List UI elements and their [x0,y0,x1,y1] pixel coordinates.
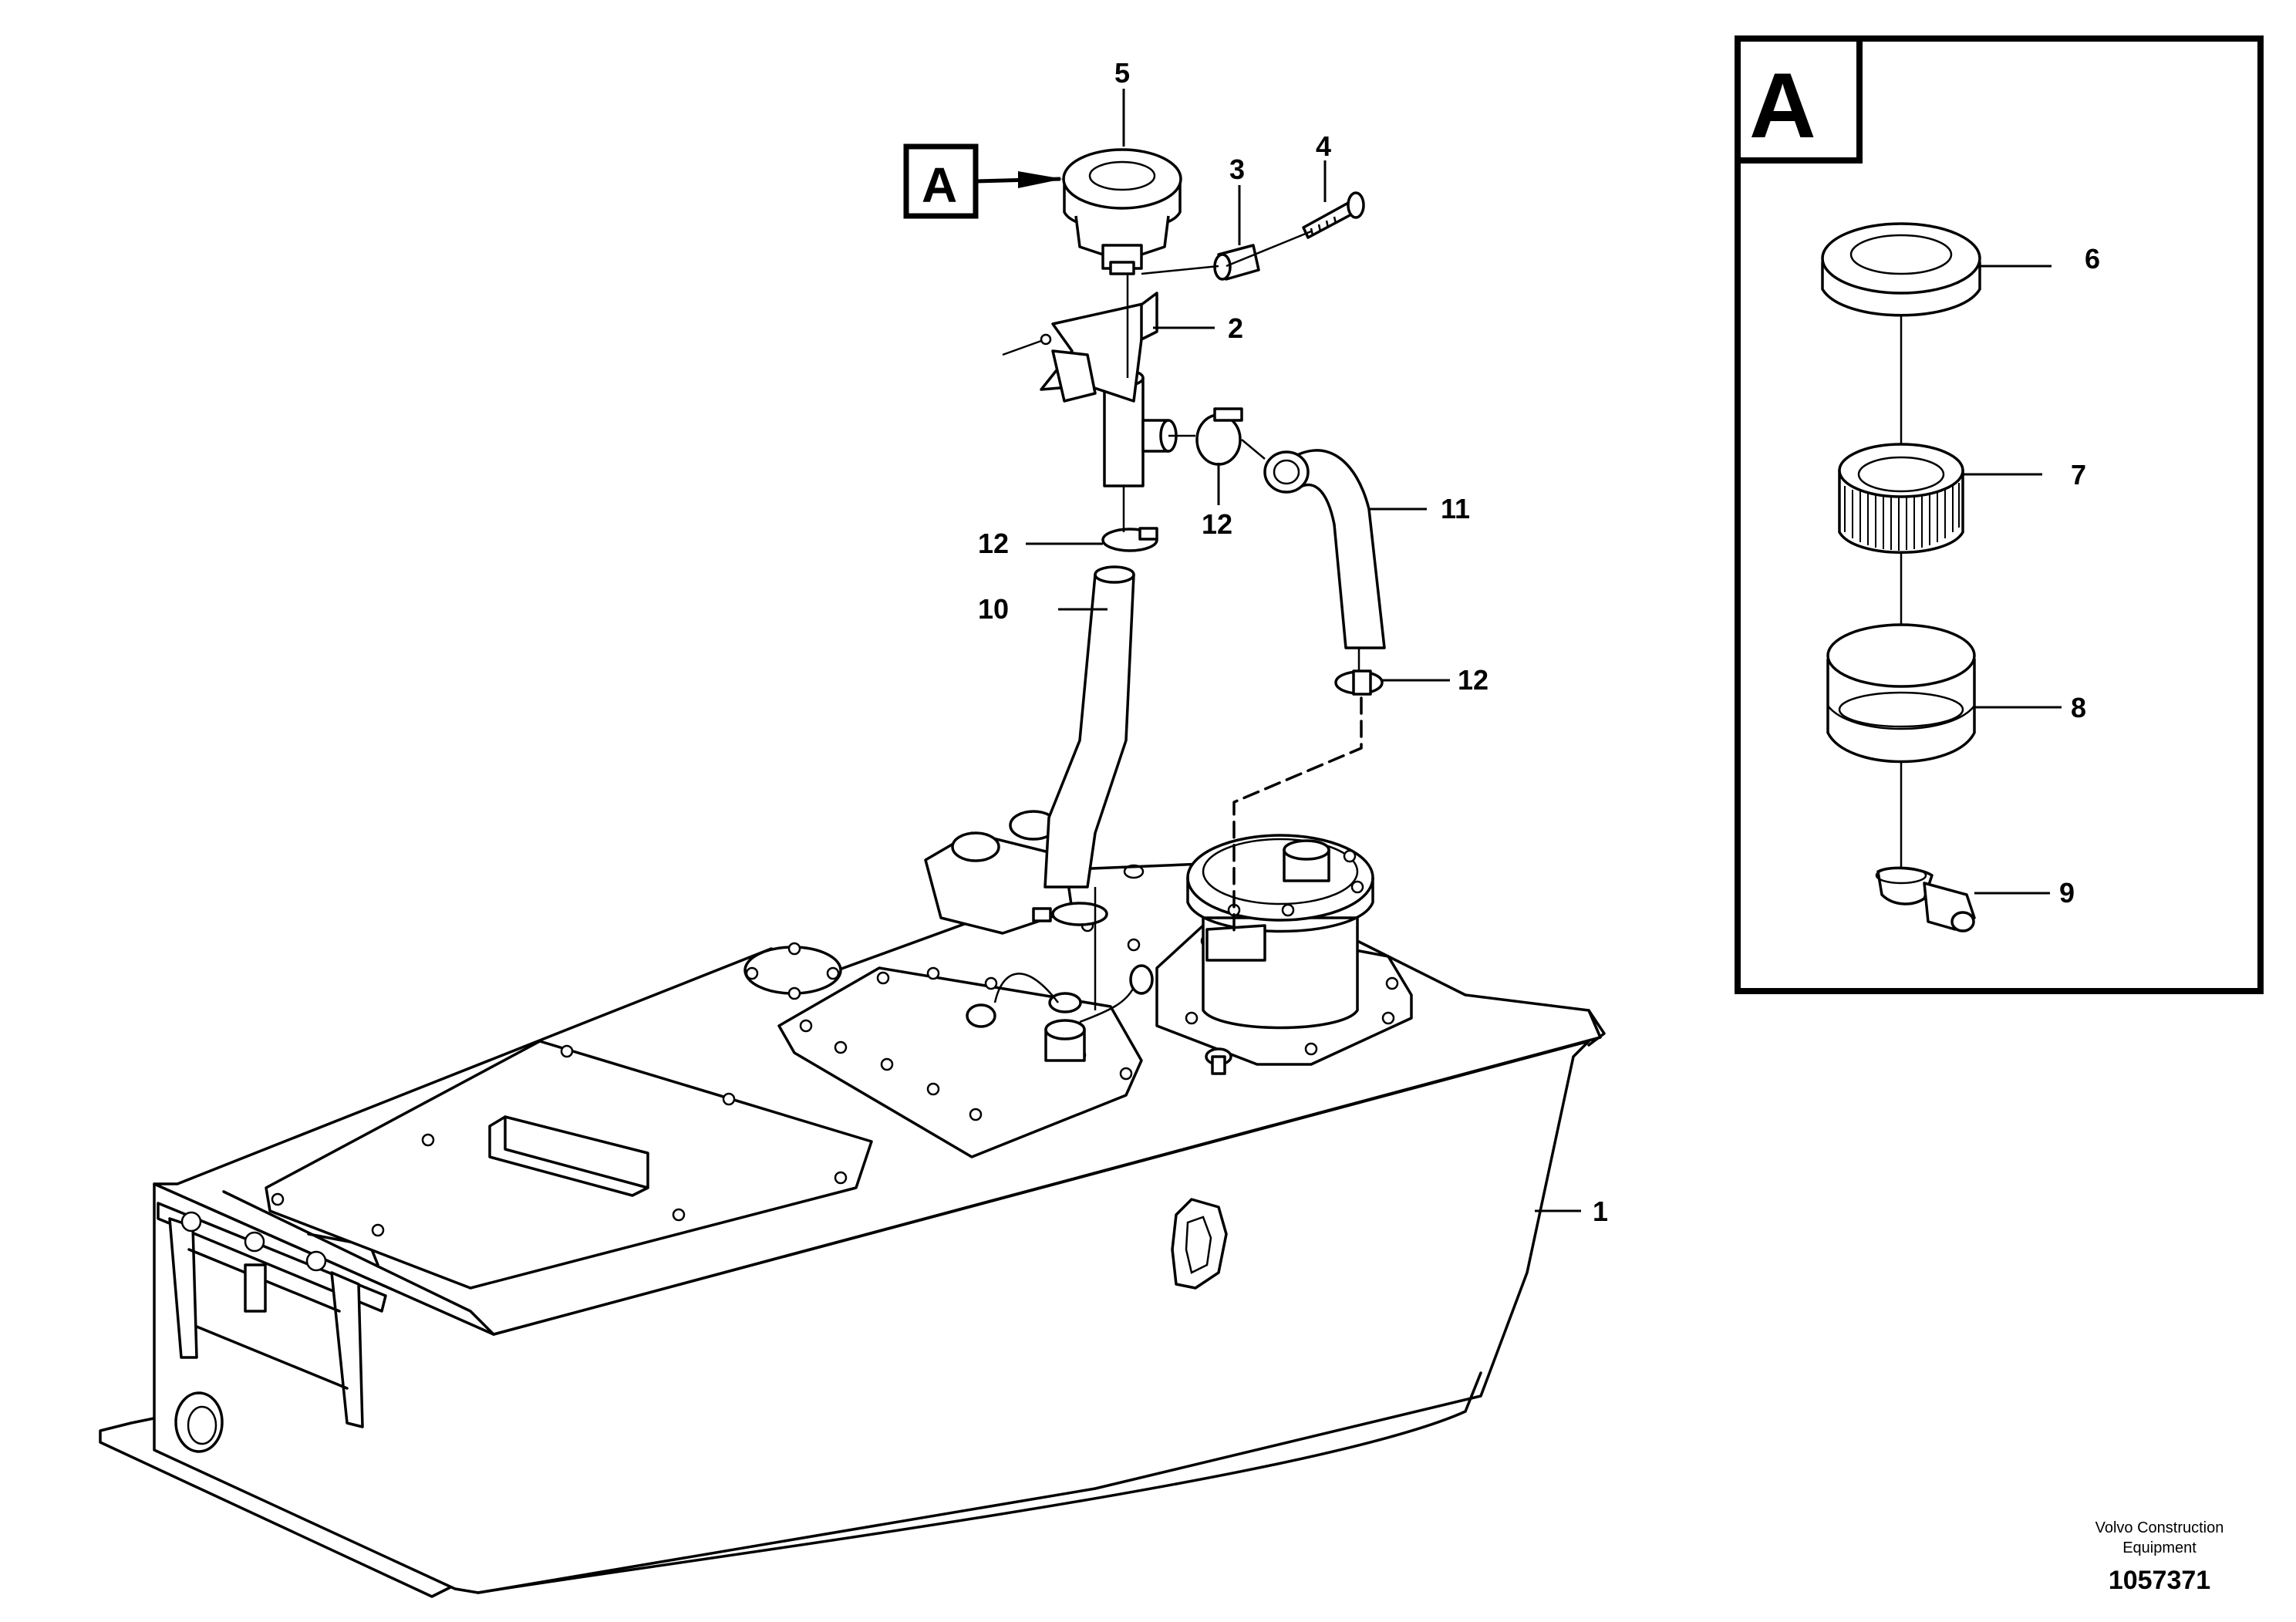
assembly-lines [1002,230,1363,1010]
callout-2: 2 [1153,312,1243,344]
svg-text:9: 9 [2059,877,2075,909]
callout-3: 3 [1229,153,1245,245]
svg-text:10: 10 [978,593,1009,625]
svg-text:8: 8 [2071,692,2086,723]
svg-text:6: 6 [2085,243,2100,275]
detail-marker: A [903,143,1063,219]
callout-11: 11 [1369,493,1470,524]
callout-7: 7 [1963,459,2086,491]
detail-view-a: A [1735,35,2264,994]
hose-clamp-12 [1334,669,1384,696]
housing-8 [1826,623,1976,764]
svg-text:12: 12 [1202,508,1232,540]
hose-clamp-12 [1195,407,1243,466]
svg-text:3: 3 [1229,153,1245,185]
callout-1: 1 [1535,1195,1608,1227]
svg-text:5: 5 [1114,57,1130,89]
publisher-footer: Volvo Construction Equipment 1057371 [2095,1519,2224,1595]
cover-6 [1821,222,1981,317]
svg-text:11: 11 [1441,493,1470,524]
callout-8: 8 [1974,692,2086,723]
breather-filter-5 [1062,148,1182,275]
callout-12: 12 [978,528,1103,559]
tank-end-bracket [157,1202,387,1428]
callout-6: 6 [1980,243,2100,275]
hose-clamp-9 [1875,866,1976,932]
hose-10 [1043,565,1135,889]
filter-element-7 [1838,443,1964,554]
screw-4 [1302,191,1365,239]
callout-12: 12 [1202,463,1232,540]
publisher-subtitle: Equipment [2122,1539,2197,1556]
fuel-tank [99,810,1606,1598]
callout-9: 9 [1974,877,2075,909]
hose-clamp-12 [1032,902,1108,926]
svg-text:A: A [922,157,957,213]
callout-4: 4 [1316,130,1331,202]
svg-text:12: 12 [1458,664,1489,696]
hose-clamp-12 [1101,527,1158,552]
callout-10: 10 [978,593,1108,625]
svg-text:12: 12 [978,528,1009,559]
svg-text:1: 1 [1593,1195,1608,1227]
spacer-3 [1213,244,1260,281]
svg-text:2: 2 [1228,312,1243,344]
publisher-name: Volvo Construction [2095,1519,2224,1536]
hose-11 [1263,449,1386,649]
callout-5: 5 [1114,57,1130,147]
drawing-number: 1057371 [2109,1566,2210,1595]
svg-text:7: 7 [2071,459,2086,491]
svg-text:A: A [1749,54,1816,157]
svg-text:4: 4 [1316,130,1331,162]
callout-12: 12 [1381,664,1489,696]
